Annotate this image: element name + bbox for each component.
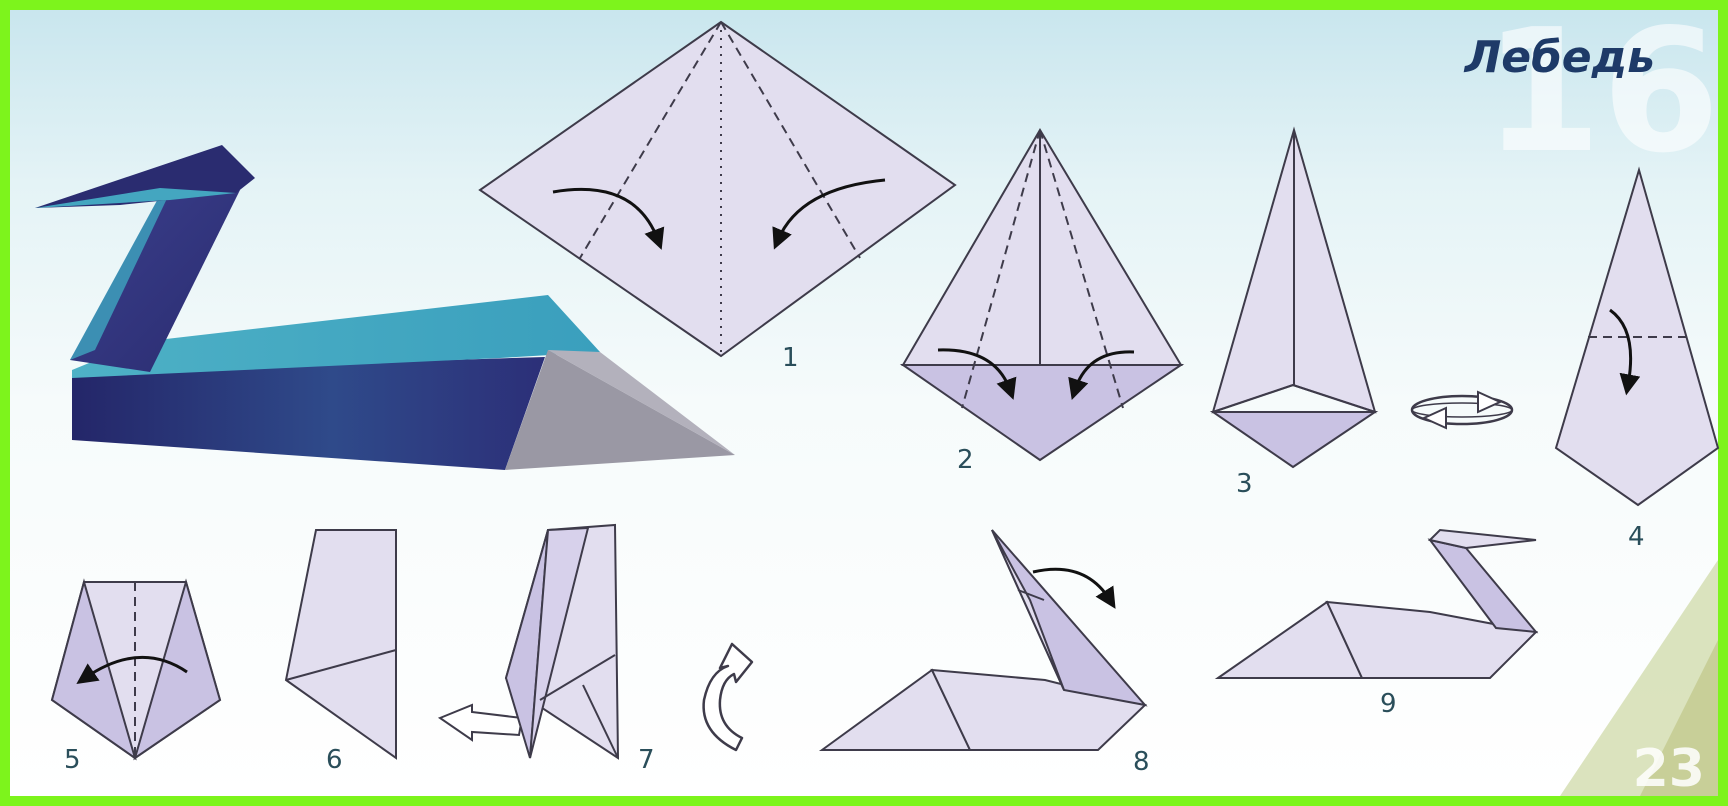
step-7-figure <box>504 523 620 760</box>
step-1-figure <box>478 20 957 358</box>
step-2-number: 2 <box>957 445 974 475</box>
fold-arrow-icon <box>1068 350 1135 400</box>
step-4-number: 4 <box>1628 522 1645 552</box>
fold-arrow-icon <box>1032 567 1116 609</box>
corner-number: 23 <box>1633 739 1705 799</box>
step-7-number: 7 <box>638 745 655 775</box>
fold-arrow-icon <box>772 178 886 250</box>
step-9-number: 9 <box>1380 689 1397 719</box>
step-3-number: 3 <box>1236 469 1253 499</box>
fold-arrow-icon <box>552 187 665 250</box>
step-5-figure <box>50 578 222 761</box>
rotate-icon <box>702 642 754 752</box>
fold-arrow-icon <box>937 348 1017 400</box>
corner-decoration: 23 <box>1560 560 1718 799</box>
fold-arrow-icon <box>1609 308 1641 396</box>
finished-swan-model <box>35 145 735 470</box>
step-9-figure <box>1214 528 1539 679</box>
diagram-title: Лебедь <box>1463 32 1655 83</box>
step-2-figure <box>899 128 1185 462</box>
step-8-number: 8 <box>1133 747 1150 777</box>
step-5-number: 5 <box>64 745 81 775</box>
step-1-number: 1 <box>782 343 799 373</box>
step-6-number: 6 <box>326 745 343 775</box>
step-3-figure <box>1209 126 1379 469</box>
step-8-figure <box>818 529 1148 751</box>
page-number-watermark: 16 <box>1483 0 1720 191</box>
step-4-figure <box>1554 166 1720 507</box>
fold-arrow-icon <box>76 655 188 684</box>
turn-over-icon <box>1410 390 1514 430</box>
step-6-figure <box>284 529 397 760</box>
